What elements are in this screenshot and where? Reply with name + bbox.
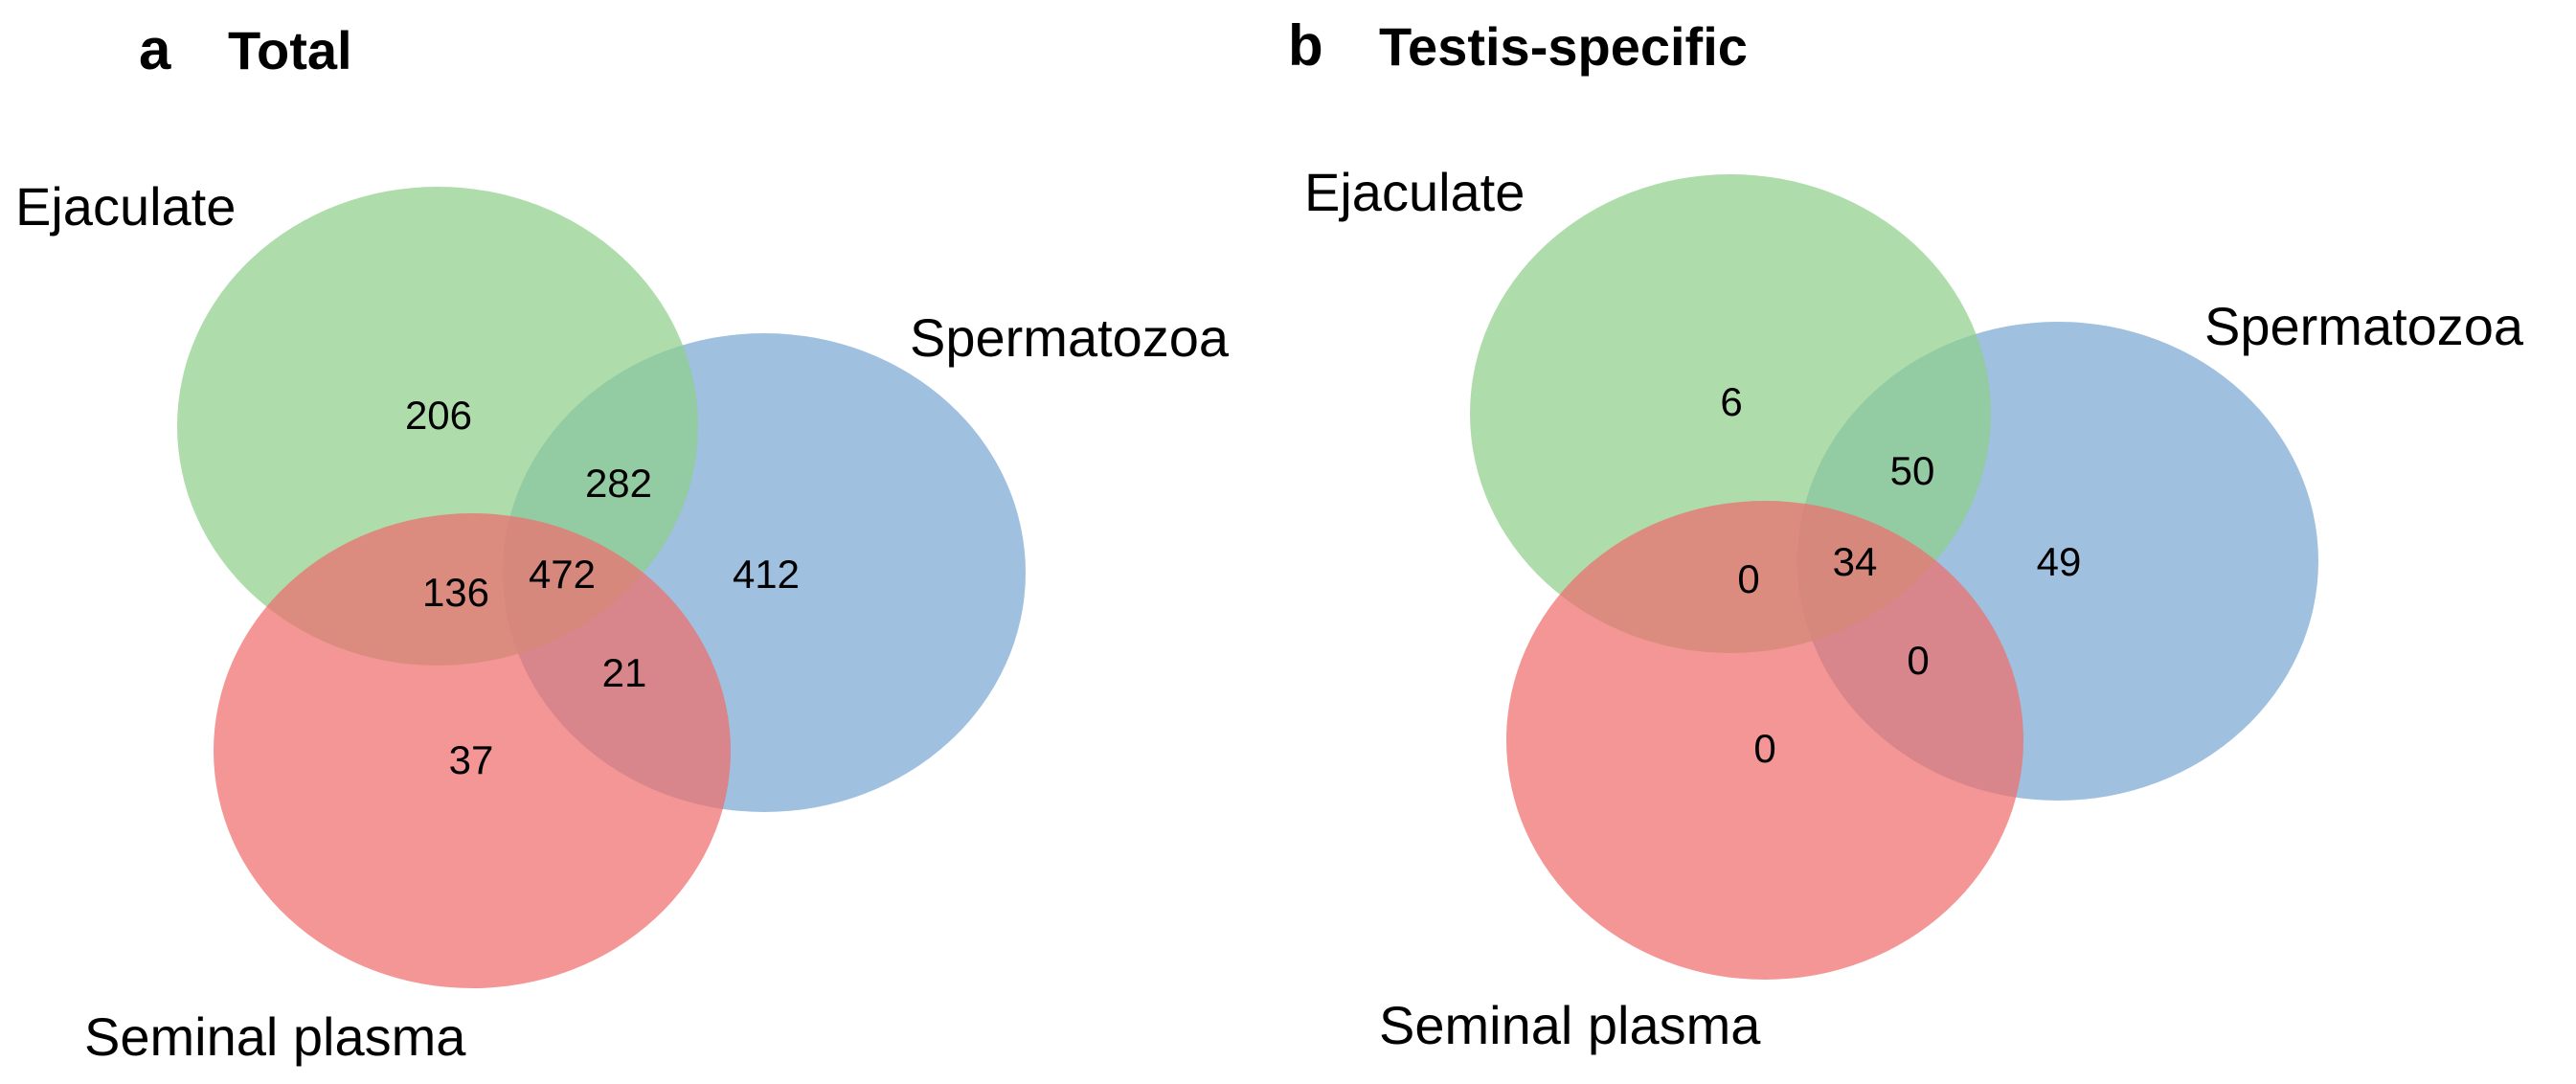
panel-b-count-spermatozoa-seminal-plasma: 0 — [1907, 638, 1929, 683]
panel-b-count-ejaculate-only: 6 — [1720, 379, 1742, 424]
panel-b-ejaculate-label: Ejaculate — [1304, 162, 1525, 222]
panel-b: b Testis-specific Ejaculate Spermatozoa … — [1288, 13, 2524, 1055]
panel-a-spermatozoa-label: Spermatozoa — [910, 307, 1230, 368]
panel-b-count-seminal-plasma-only: 0 — [1753, 726, 1775, 771]
panel-b-count-spermatozoa-only: 49 — [2037, 539, 2082, 584]
panel-a-title: Total — [228, 20, 352, 80]
panel-a: a Total Ejaculate Spermatozoa Seminal pl… — [15, 17, 1230, 1067]
panel-a-count-spermatozoa-only: 412 — [733, 552, 800, 597]
panel-a-count-ejaculate-spermatozoa: 282 — [585, 461, 652, 506]
panel-a-ejaculate-label: Ejaculate — [15, 176, 236, 237]
panel-b-count-ejaculate-seminal-plasma: 0 — [1737, 556, 1759, 601]
panel-a-letter: a — [139, 17, 171, 81]
panel-b-title: Testis-specific — [1379, 16, 1748, 77]
panel-b-count-ejaculate-spermatozoa: 50 — [1890, 448, 1935, 493]
panel-a-count-spermatozoa-seminal-plasma: 21 — [602, 650, 647, 695]
panel-b-count-all-three: 34 — [1833, 539, 1878, 584]
panel-a-seminal-plasma-label: Seminal plasma — [84, 1006, 466, 1067]
panel-a-count-ejaculate-only: 206 — [405, 393, 472, 438]
panel-a-count-all-three: 472 — [529, 552, 596, 597]
panel-b-seminal-plasma-circle — [1506, 501, 2023, 980]
panel-b-spermatozoa-label: Spermatozoa — [2204, 296, 2524, 356]
panel-b-letter: b — [1288, 13, 1323, 78]
panel-a-seminal-plasma-circle — [214, 513, 731, 988]
panel-a-count-ejaculate-seminal-plasma: 136 — [422, 570, 489, 615]
panel-a-count-seminal-plasma-only: 37 — [449, 737, 494, 782]
panel-b-seminal-plasma-label: Seminal plasma — [1379, 995, 1761, 1055]
